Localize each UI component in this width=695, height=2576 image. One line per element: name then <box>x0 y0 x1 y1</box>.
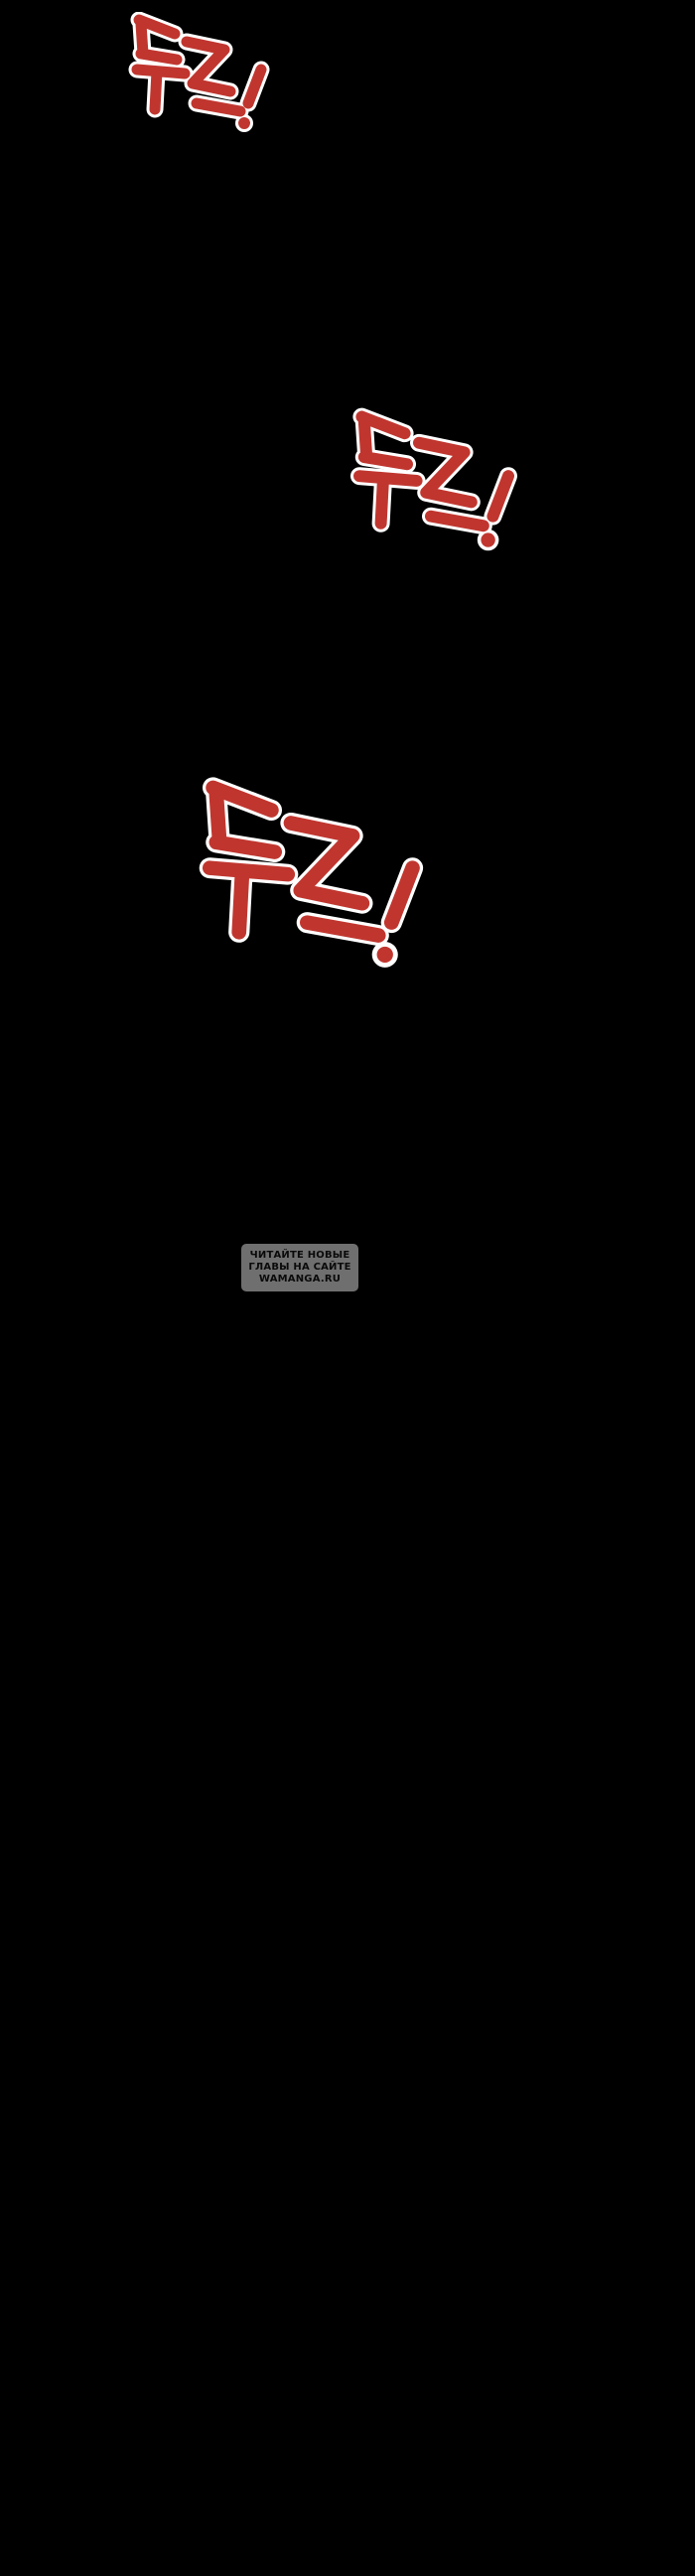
watermark-line: ГЛАВЫ НА САЙТЕ <box>248 1262 351 1273</box>
sound-effect-graphic <box>350 407 517 551</box>
watermark-site: WAMANGA.RU <box>258 1274 342 1285</box>
watermark-badge: ЧИТАЙТЕ НОВЫЕ ГЛАВЫ НА САЙТЕ WAMANGA.RU <box>241 1244 358 1291</box>
sound-effect-graphic <box>199 777 424 968</box>
watermark-line: ЧИТАЙТЕ НОВЫЕ <box>249 1250 350 1261</box>
sound-effect-graphic <box>128 12 270 132</box>
